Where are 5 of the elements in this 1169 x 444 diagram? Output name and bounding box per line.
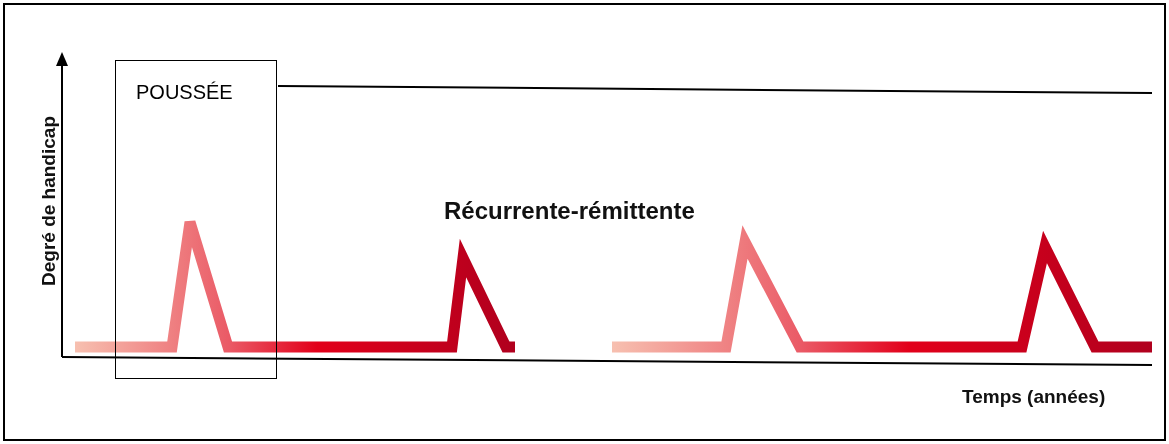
x-axis-label: Temps (années): [962, 386, 1106, 408]
y-axis-label: Degré de handicap: [38, 115, 60, 288]
box-title: POUSSÉE: [136, 81, 233, 104]
highlight-box: [115, 60, 277, 379]
curve-label: Récurrente-rémittente: [444, 197, 695, 225]
